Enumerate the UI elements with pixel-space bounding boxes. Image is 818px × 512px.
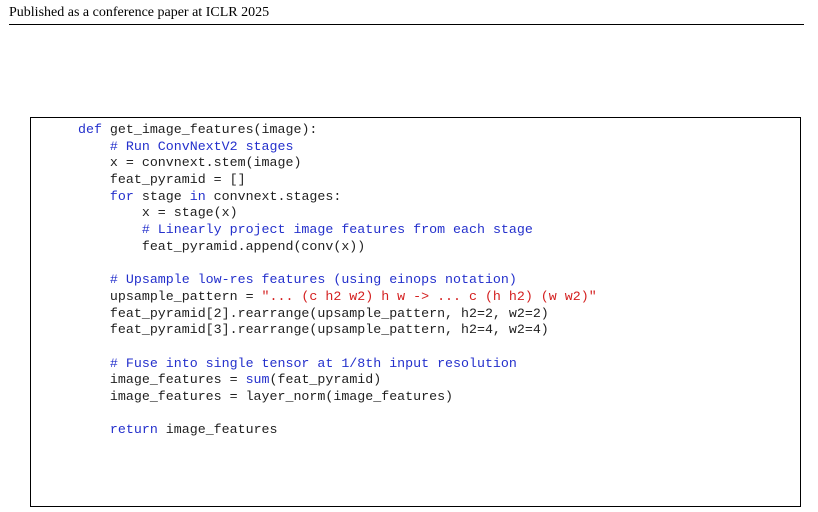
code-line	[78, 406, 597, 423]
code-token-fn: sum	[245, 372, 270, 388]
code-line: # Run ConvNextV2 stages	[78, 139, 597, 156]
code-token-plain: feat_pyramid.append(conv(x))	[78, 238, 366, 254]
code-token-plain	[78, 422, 110, 437]
header-rule	[9, 24, 804, 25]
code-line: feat_pyramid = []	[78, 172, 597, 189]
code-line: def get_image_features(image):	[78, 122, 597, 139]
code-token-plain: feat_pyramid = []	[78, 172, 246, 188]
code-line: # Fuse into single tensor at 1/8th input…	[78, 356, 597, 373]
code-token-kw: def	[78, 122, 102, 137]
code-line: feat_pyramid.append(conv(x))	[78, 239, 597, 256]
code-line: feat_pyramid[3].rearrange(upsample_patte…	[78, 322, 597, 339]
code-line: for stage in convnext.stages:	[78, 189, 597, 206]
code-line: image_features = layer_norm(image_featur…	[78, 389, 597, 406]
code-token-plain: upsample_pattern =	[78, 288, 262, 304]
code-token-plain: convnext.stages:	[205, 188, 342, 204]
code-line: # Linearly project image features from e…	[78, 222, 597, 239]
code-line	[78, 339, 597, 356]
code-line: return image_features	[78, 422, 597, 439]
code-token-plain	[78, 222, 142, 237]
code-token-plain: feat_pyramid[3].rearrange(upsample_patte…	[78, 322, 549, 338]
code-line: upsample_pattern = "... (c h2 w2) h w ->…	[78, 289, 597, 306]
code-line: x = convnext.stem(image)	[78, 155, 597, 172]
code-token-kw: in	[189, 188, 206, 204]
code-token-plain: x = convnext.stem(image)	[78, 155, 302, 171]
code-token-plain: x = stage(x)	[78, 205, 238, 221]
code-token-plain	[78, 139, 110, 154]
code-token-plain: (feat_pyramid)	[269, 372, 382, 388]
code-token-plain: stage	[133, 188, 190, 204]
code-listing-box: def get_image_features(image): # Run Con…	[30, 117, 801, 507]
code-line	[78, 256, 597, 273]
code-token-plain	[78, 356, 110, 371]
code-token-plain	[78, 189, 110, 204]
code-listing: def get_image_features(image): # Run Con…	[78, 122, 597, 439]
code-token-plain: get_image_features(image):	[101, 122, 318, 137]
code-token-plain	[78, 272, 110, 287]
code-token-cm: # Run ConvNextV2 stages	[109, 138, 294, 154]
code-line: x = stage(x)	[78, 205, 597, 222]
code-token-cm: # Fuse into single tensor at 1/8th input…	[109, 355, 517, 371]
code-line: feat_pyramid[2].rearrange(upsample_patte…	[78, 306, 597, 323]
code-token-plain: feat_pyramid[2].rearrange(upsample_patte…	[78, 305, 549, 321]
code-token-plain: image_features	[157, 422, 278, 438]
running-header: Published as a conference paper at ICLR …	[9, 5, 270, 20]
code-line: image_features = sum(feat_pyramid)	[78, 372, 597, 389]
code-token-plain: image_features = layer_norm(image_featur…	[78, 389, 454, 404]
code-token-cm: # Linearly project image features from e…	[141, 222, 533, 238]
code-token-kw: for	[109, 188, 134, 204]
code-token-cm: # Upsample low-res features (using einop…	[109, 272, 517, 288]
code-token-plain: image_features =	[78, 372, 246, 388]
code-line: # Upsample low-res features (using einop…	[78, 272, 597, 289]
code-token-kw: return	[109, 422, 158, 438]
code-token-str: "... (c h2 w2) h w -> ... c (h h2) (w w2…	[261, 288, 597, 304]
